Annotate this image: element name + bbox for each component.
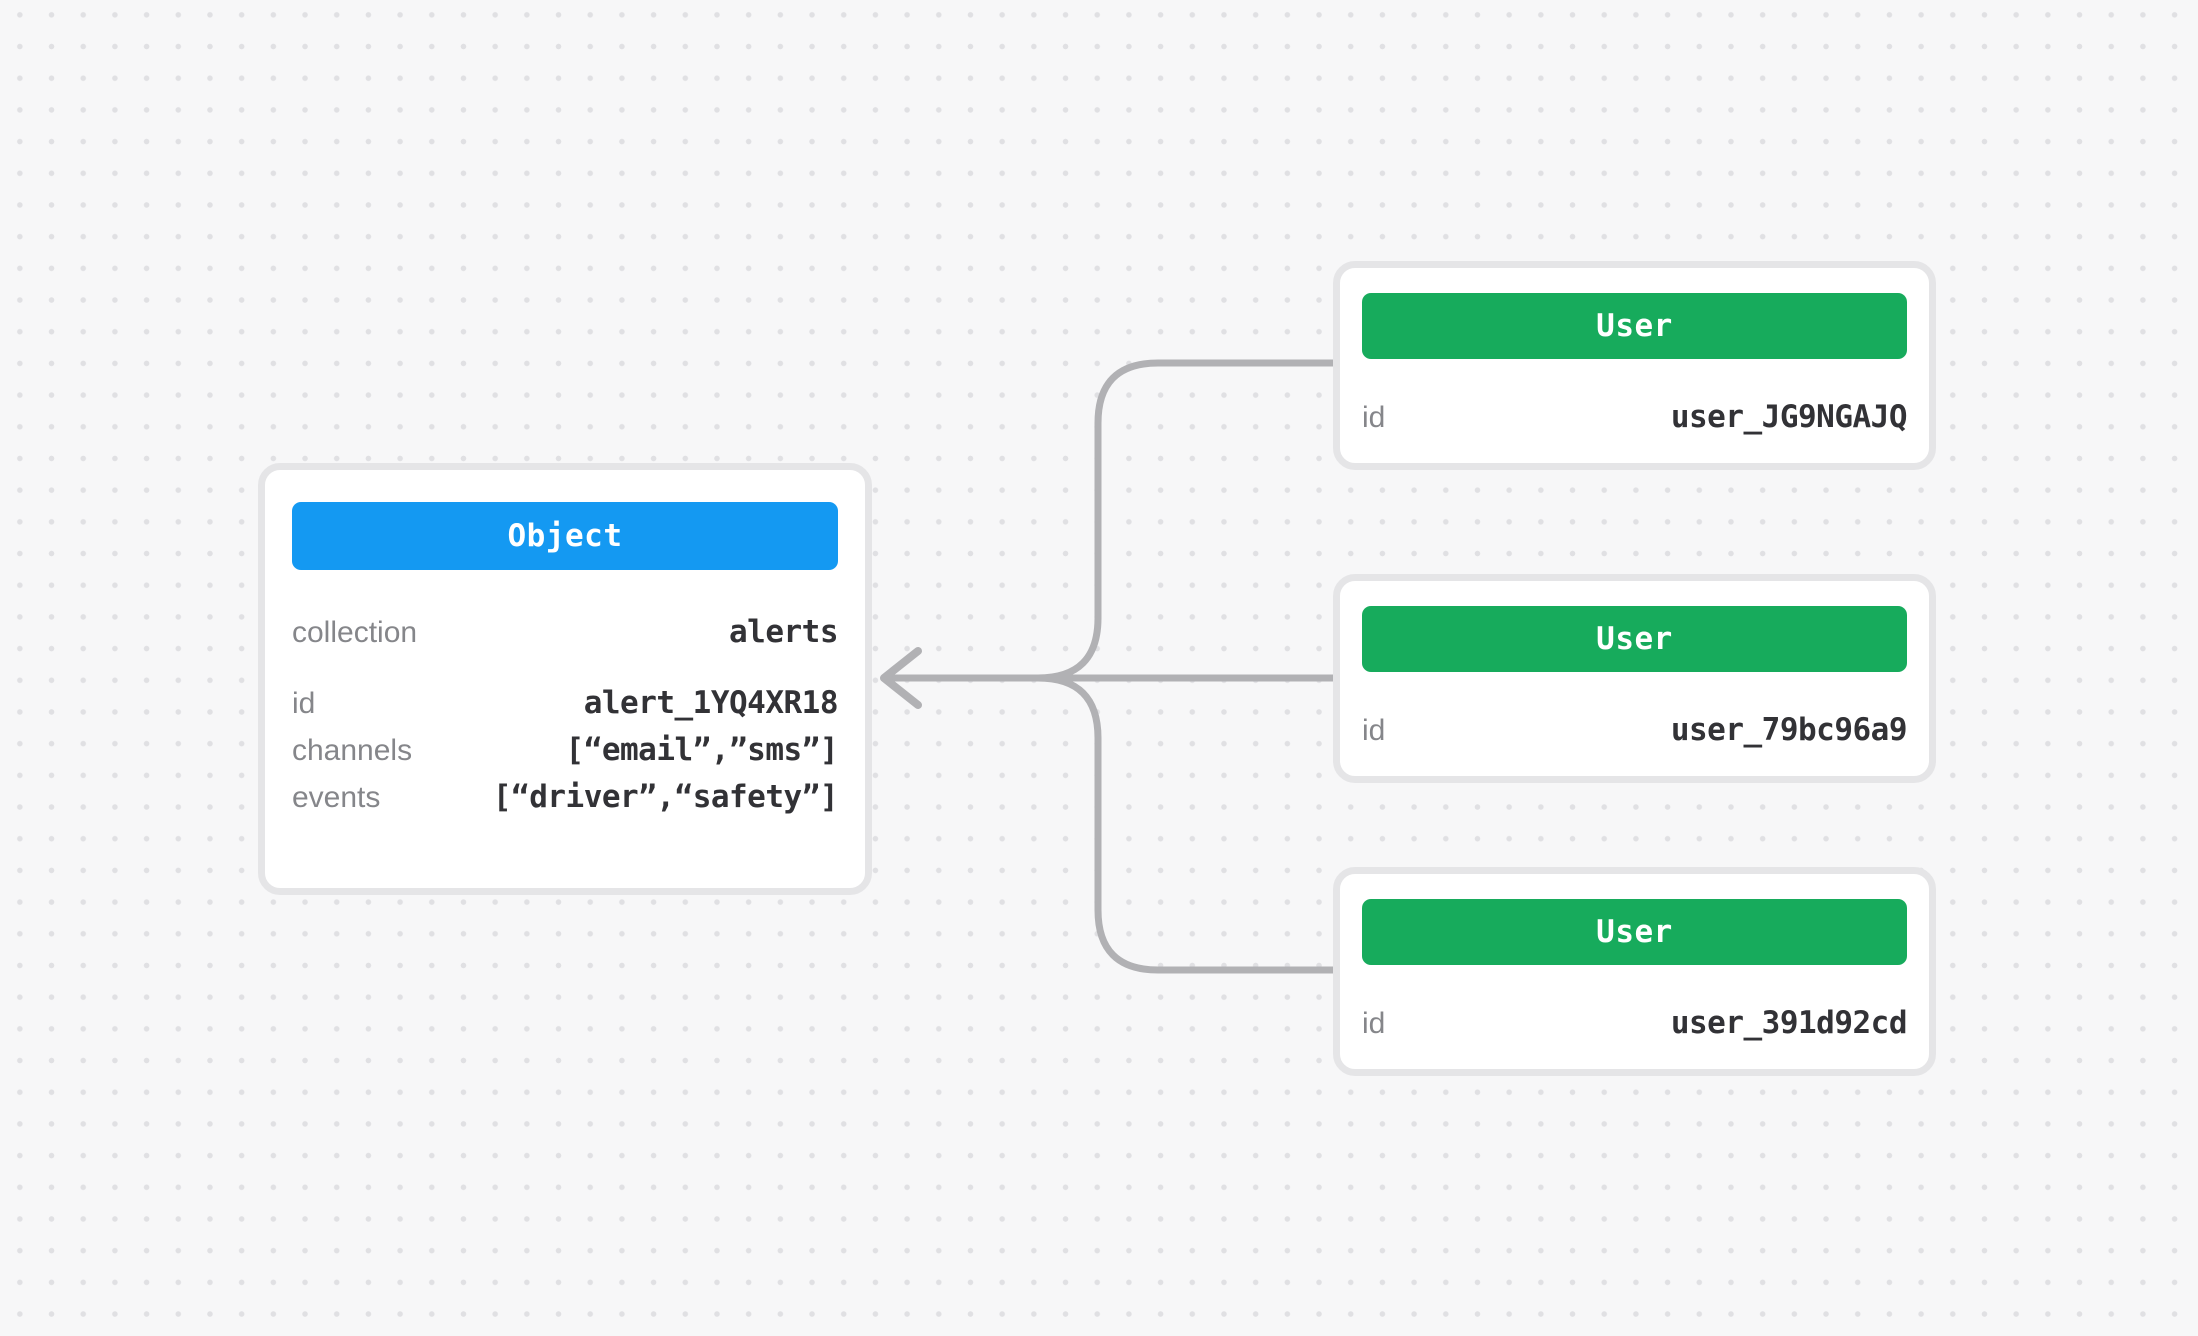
field-value: [“driver”,“safety”]: [492, 779, 839, 815]
field-row-id: id user_79bc96a9: [1340, 707, 1929, 754]
arrow-head-icon: [880, 647, 922, 709]
user-node-header: User: [1362, 899, 1907, 965]
field-value: alerts: [729, 614, 838, 650]
field-label: id: [1362, 1007, 1386, 1040]
field-label: id: [1362, 714, 1386, 747]
field-label: channels: [292, 734, 413, 767]
field-row-channels: channels [“email”,”sms”]: [265, 727, 865, 774]
field-row-id: id alert_1YQ4XR18: [265, 680, 865, 727]
field-row-id: id user_JG9NGAJQ: [1340, 394, 1929, 441]
user-node-1[interactable]: User id user_JG9NGAJQ: [1333, 261, 1936, 470]
object-node-header: Object: [292, 502, 838, 570]
user-node-header: User: [1362, 293, 1907, 359]
user-node-2[interactable]: User id user_79bc96a9: [1333, 574, 1936, 783]
field-label: id: [292, 687, 316, 720]
object-node[interactable]: Object collection alerts id alert_1YQ4XR…: [258, 463, 872, 895]
field-value: user_391d92cd: [1670, 1005, 1908, 1041]
field-label: id: [1362, 401, 1386, 434]
field-row-collection: collection alerts: [265, 609, 865, 656]
field-row-id: id user_391d92cd: [1340, 1000, 1929, 1047]
field-label: events: [292, 781, 381, 814]
field-row-events: events [“driver”,“safety”]: [265, 774, 865, 821]
field-value: user_79bc96a9: [1670, 712, 1908, 748]
field-value: [“email”,”sms”]: [565, 732, 839, 768]
user-node-header: User: [1362, 606, 1907, 672]
connector-bottom: [1034, 674, 1344, 974]
field-value: user_JG9NGAJQ: [1670, 399, 1908, 435]
field-label: collection: [292, 616, 418, 649]
connector-top: [1034, 359, 1344, 682]
field-value: alert_1YQ4XR18: [583, 685, 839, 721]
user-node-3[interactable]: User id user_391d92cd: [1333, 867, 1936, 1076]
